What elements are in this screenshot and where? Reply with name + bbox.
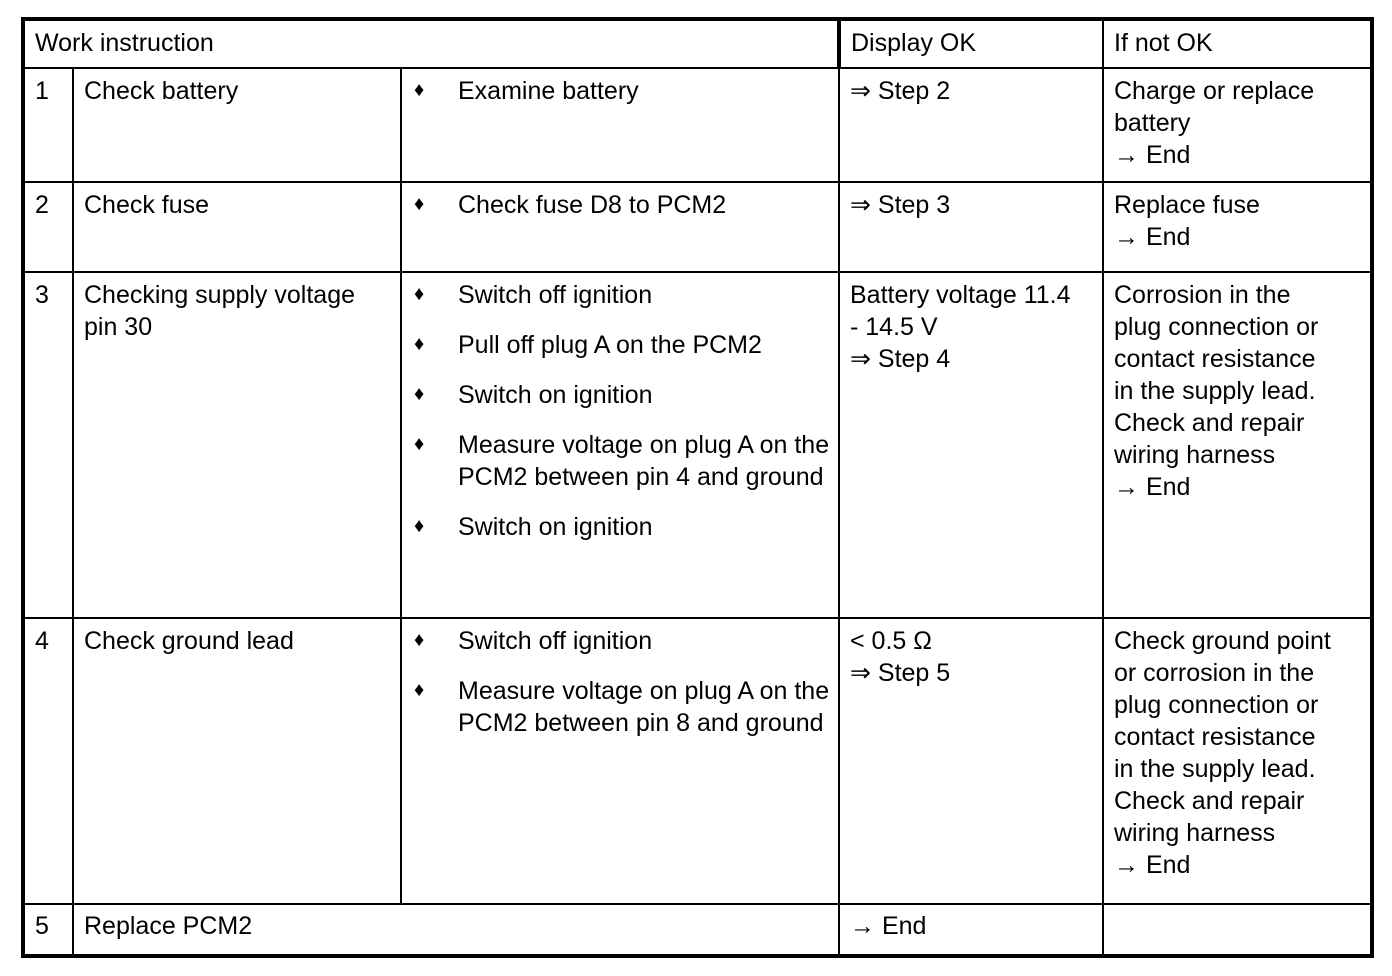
if-not-ok-line: Replace fuse	[1114, 191, 1260, 219]
list-item: ♦ Examine battery	[412, 75, 830, 107]
row-if-not-ok: Check ground point or corrosion in the p…	[1102, 617, 1373, 905]
row-task: Check ground lead	[72, 617, 402, 905]
step-text: Pull off plug A on the PCM2	[458, 331, 762, 359]
if-not-ok-line: plug connection or	[1114, 313, 1319, 341]
work-instruction-table: Work instruction Display OK If not OK 1 …	[21, 17, 1374, 958]
row-display-ok: Battery voltage 11.4 - 14.5 V ⇒ Step 4	[838, 271, 1104, 619]
table-row: 4 Check ground lead ♦ Switch off ignitio…	[22, 617, 1373, 905]
if-not-ok-line: wiring harness	[1114, 441, 1276, 469]
diamond-bullet-icon: ♦	[414, 383, 425, 405]
if-not-ok-line: contact resistance	[1114, 345, 1316, 373]
table-body: 1 Check battery ♦ Examine battery ⇒ Step…	[22, 67, 1373, 957]
step-text: Switch on ignition	[458, 513, 653, 541]
if-not-ok-line: Check and repair	[1114, 409, 1305, 437]
step-text: Switch off ignition	[458, 627, 653, 655]
if-not-ok-line: Corrosion in the	[1114, 281, 1291, 309]
row-if-not-ok: Corrosion in the plug connection or cont…	[1102, 271, 1373, 619]
if-not-ok-line: Check and repair	[1114, 787, 1305, 815]
if-not-ok-line: wiring harness	[1114, 819, 1276, 847]
header-row: Work instruction Display OK If not OK	[22, 18, 1373, 69]
display-ok-line: Battery voltage 11.4	[850, 281, 1071, 309]
list-item: ♦ Switch on ignition	[412, 511, 830, 543]
table-row: 2 Check fuse ♦ Check fuse D8 to PCM2 ⇒ S…	[22, 181, 1373, 273]
step-text: Measure voltage on plug A on the PCM2 be…	[458, 431, 830, 491]
step-list: ♦ Check fuse D8 to PCM2	[412, 189, 830, 221]
if-not-ok-line: in the supply lead.	[1114, 755, 1316, 783]
step-text: Switch on ignition	[458, 381, 653, 409]
step-list: ♦ Switch off ignition ♦ Pull off plug A …	[412, 279, 830, 543]
row-task: Check fuse	[72, 181, 402, 273]
row-display-ok: ⇒ Step 2	[838, 67, 1104, 183]
display-ok-line: - 14.5 V	[850, 313, 938, 341]
if-not-ok-line: contact resistance	[1114, 723, 1316, 751]
display-ok-line: ⇒ Step 5	[850, 659, 951, 687]
column-header-display-ok: Display OK	[838, 18, 1104, 69]
table-row: 3 Checking supply voltage pin 30 ♦ Switc…	[22, 271, 1373, 619]
row-steps: ♦ Switch off ignition ♦ Pull off plug A …	[400, 271, 840, 619]
diamond-bullet-icon: ♦	[414, 333, 425, 355]
row-if-not-ok	[1102, 903, 1373, 957]
display-ok-line: → End	[850, 912, 927, 940]
diamond-bullet-icon: ♦	[414, 679, 425, 701]
row-task: Replace PCM2	[72, 903, 840, 957]
step-text: Switch off ignition	[458, 281, 653, 309]
list-item: ♦ Switch on ignition	[412, 379, 830, 411]
table-header: Work instruction Display OK If not OK	[22, 18, 1373, 69]
if-not-ok-line: battery	[1114, 109, 1191, 137]
display-ok-line: ⇒ Step 3	[850, 191, 951, 219]
row-number: 2	[22, 181, 74, 273]
step-list: ♦ Examine battery	[412, 75, 830, 107]
display-ok-line: < 0.5 Ω	[850, 627, 932, 655]
diamond-bullet-icon: ♦	[414, 629, 425, 651]
table-row: 5 Replace PCM2 → End	[22, 903, 1373, 957]
display-ok-line: ⇒ Step 4	[850, 345, 951, 373]
if-not-ok-line: → End	[1114, 473, 1191, 501]
step-text: Examine battery	[458, 77, 639, 105]
diamond-bullet-icon: ♦	[414, 79, 425, 101]
if-not-ok-line: Check ground point	[1114, 627, 1331, 655]
table-row: 1 Check battery ♦ Examine battery ⇒ Step…	[22, 67, 1373, 183]
row-task: Check battery	[72, 67, 402, 183]
if-not-ok-line: → End	[1114, 851, 1191, 879]
row-steps: ♦ Switch off ignition ♦ Measure voltage …	[400, 617, 840, 905]
display-ok-line: ⇒ Step 2	[850, 77, 951, 105]
row-number: 1	[22, 67, 74, 183]
if-not-ok-line: → End	[1114, 223, 1191, 251]
list-item: ♦ Measure voltage on plug A on the PCM2 …	[412, 675, 830, 739]
if-not-ok-line: → End	[1114, 141, 1191, 169]
list-item: ♦ Switch off ignition	[412, 625, 830, 657]
if-not-ok-line: plug connection or	[1114, 691, 1319, 719]
column-header-work-instruction: Work instruction	[22, 18, 841, 69]
row-number: 3	[22, 271, 74, 619]
row-steps: ♦ Check fuse D8 to PCM2	[400, 181, 840, 273]
column-header-if-not-ok: If not OK	[1102, 18, 1373, 69]
if-not-ok-line: or corrosion in the	[1114, 659, 1315, 687]
diamond-bullet-icon: ♦	[414, 193, 425, 215]
step-text: Measure voltage on plug A on the PCM2 be…	[458, 677, 830, 737]
row-display-ok: → End	[838, 903, 1104, 957]
row-steps: ♦ Examine battery	[400, 67, 840, 183]
step-text: Check fuse D8 to PCM2	[458, 191, 727, 219]
list-item: ♦ Switch off ignition	[412, 279, 830, 311]
diamond-bullet-icon: ♦	[414, 515, 425, 537]
row-if-not-ok: Replace fuse → End	[1102, 181, 1373, 273]
list-item: ♦ Measure voltage on plug A on the PCM2 …	[412, 429, 830, 493]
diamond-bullet-icon: ♦	[414, 433, 425, 455]
row-number: 4	[22, 617, 74, 905]
step-list: ♦ Switch off ignition ♦ Measure voltage …	[412, 625, 830, 739]
row-if-not-ok: Charge or replace battery → End	[1102, 67, 1373, 183]
if-not-ok-line: in the supply lead.	[1114, 377, 1316, 405]
if-not-ok-line: Charge or replace	[1114, 77, 1315, 105]
row-task: Checking supply voltage pin 30	[72, 271, 402, 619]
row-number: 5	[22, 903, 74, 957]
row-task-line: Checking supply voltage	[84, 281, 355, 309]
diamond-bullet-icon: ♦	[414, 283, 425, 305]
list-item: ♦ Check fuse D8 to PCM2	[412, 189, 830, 221]
list-item: ♦ Pull off plug A on the PCM2	[412, 329, 830, 361]
row-display-ok: < 0.5 Ω ⇒ Step 5	[838, 617, 1104, 905]
row-display-ok: ⇒ Step 3	[838, 181, 1104, 273]
row-task-line: pin 30	[84, 313, 153, 341]
